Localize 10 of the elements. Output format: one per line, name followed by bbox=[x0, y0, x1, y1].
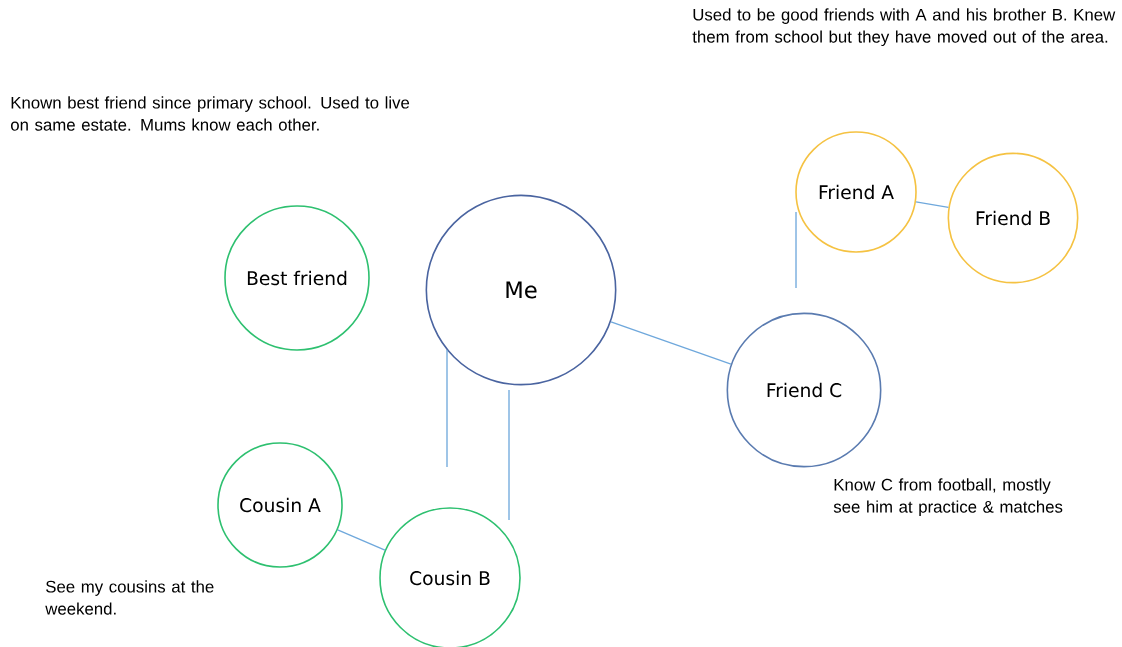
note-text: See my cousins at the weekend. bbox=[45, 580, 214, 615]
note-text: Know C from football, mostly see him at practice & matches bbox=[833, 478, 1063, 517]
connector-line bbox=[610, 321, 732, 365]
connector-line bbox=[508, 389, 510, 521]
connector-line bbox=[446, 349, 448, 468]
connector-line bbox=[795, 211, 797, 289]
connector-line bbox=[337, 529, 386, 551]
note-text: Used to be good friends with A and his brother B. Knew them from school but they have moved out of the area. bbox=[692, 8, 1116, 47]
note-text: Known best friend since primary school. Used to live on same estate. Mums know each other. bbox=[11, 96, 410, 131]
connector-line bbox=[915, 201, 950, 208]
